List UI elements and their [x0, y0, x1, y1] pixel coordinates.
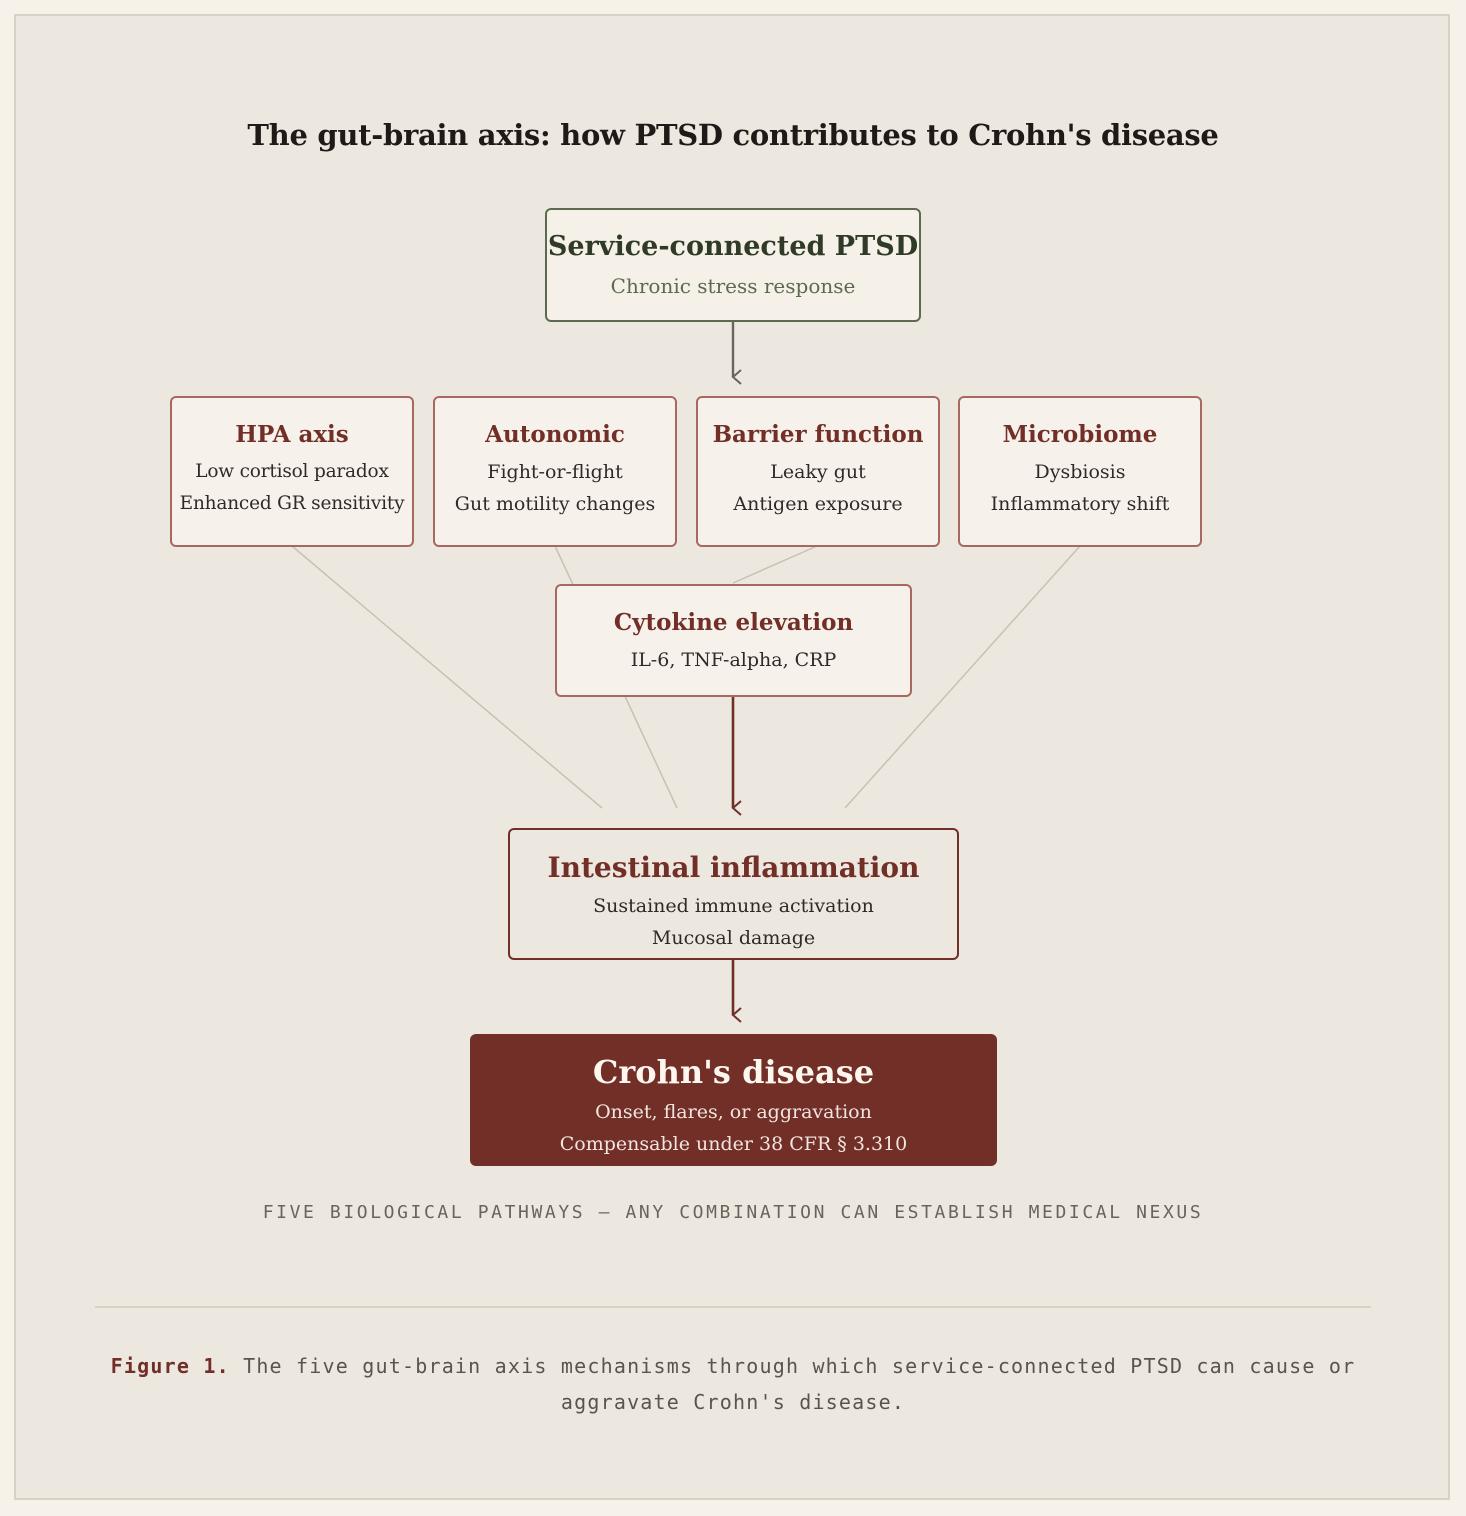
- pathways-footnote: FIVE BIOLOGICAL PATHWAYS — ANY COMBINATI…: [262, 1202, 1204, 1223]
- pathway-node-microbiome: Microbiome Dysbiosis Inflammatory shift: [958, 396, 1202, 547]
- ptsd-node-title: Service-connected PTSD: [547, 231, 919, 262]
- figure-caption: Figure 1. The five gut-brain axis mechan…: [110, 1348, 1356, 1420]
- pathway-title: Autonomic: [485, 421, 625, 448]
- pathway-line: Inflammatory shift: [990, 493, 1170, 515]
- cytokine-node: Cytokine elevation IL-6, TNF-alpha, CRP: [555, 584, 912, 697]
- pathway-line: Gut motility changes: [454, 493, 656, 515]
- figure-caption-text: The five gut-brain axis mechanisms throu…: [243, 1354, 1356, 1414]
- pathway-line: Low cortisol paradox: [195, 461, 389, 482]
- pathway-line: Leaky gut: [770, 461, 866, 483]
- pathway-title: Microbiome: [1002, 421, 1158, 448]
- ptsd-node-subtitle: Chronic stress response: [610, 274, 856, 298]
- pathway-line: Dysbiosis: [1034, 461, 1126, 483]
- crohns-node-title: Crohn's disease: [592, 1053, 875, 1091]
- cytokine-node-title: Cytokine elevation: [613, 609, 854, 636]
- divider: [95, 1306, 1371, 1308]
- pathway-node-barrier-function: Barrier function Leaky gut Antigen expos…: [696, 396, 940, 547]
- pathway-line: Antigen exposure: [733, 493, 903, 515]
- inflammation-node: Intestinal inflammation Sustained immune…: [508, 828, 959, 960]
- diagram-title: The gut-brain axis: how PTSD contributes…: [247, 118, 1219, 152]
- pathway-title: Barrier function: [712, 421, 924, 448]
- pathway-line: Enhanced GR sensitivity: [179, 493, 405, 514]
- pathway-line: Fight-or-flight: [487, 461, 623, 483]
- inflammation-node-title: Intestinal inflammation: [547, 851, 920, 884]
- ptsd-node: Service-connected PTSD Chronic stress re…: [545, 208, 921, 322]
- pathway-node-autonomic: Autonomic Fight-or-flight Gut motility c…: [433, 396, 677, 547]
- cytokine-node-subtitle: IL-6, TNF-alpha, CRP: [630, 649, 837, 671]
- crohns-node-line: Compensable under 38 CFR § 3.310: [559, 1133, 908, 1155]
- inflammation-node-line: Sustained immune activation: [593, 895, 874, 917]
- figure-label: Figure 1.: [110, 1354, 230, 1378]
- crohns-outcome-node: Crohn's disease Onset, flares, or aggrav…: [470, 1034, 997, 1166]
- pathway-title: HPA axis: [235, 421, 349, 448]
- crohns-node-line: Onset, flares, or aggravation: [595, 1101, 872, 1123]
- pathway-node-hpa-axis: HPA axis Low cortisol paradox Enhanced G…: [170, 396, 414, 547]
- inflammation-node-line: Mucosal damage: [651, 927, 816, 949]
